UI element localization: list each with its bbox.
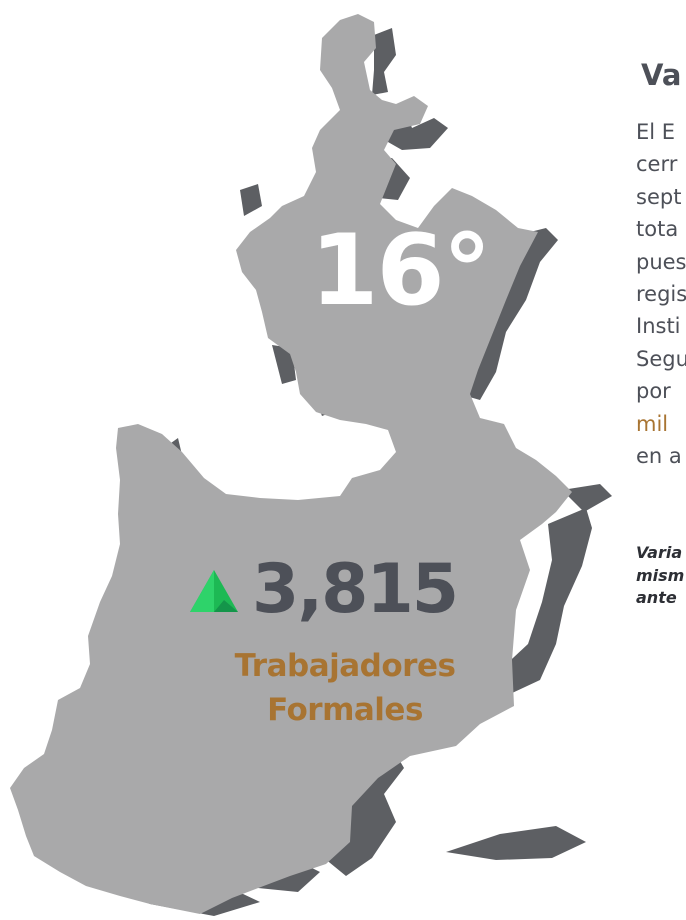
state-rank: 16° bbox=[310, 214, 491, 328]
paragraph-line: El E bbox=[636, 120, 676, 144]
note-line: mism bbox=[636, 565, 685, 585]
note-line: ante bbox=[636, 588, 677, 607]
formal-workers-label-line1: Trabajadores bbox=[234, 648, 456, 684]
panel-paragraph: El E cerr sept tota pues regis Insti Seg… bbox=[636, 116, 686, 472]
paragraph-line: tota bbox=[636, 217, 679, 242]
paragraph-line: pues bbox=[636, 249, 686, 274]
triangle-up-icon bbox=[190, 570, 238, 612]
paragraph-line: sept bbox=[636, 184, 682, 209]
paragraph-line: en a bbox=[636, 444, 682, 469]
paragraph-line: cerr bbox=[636, 152, 678, 177]
paragraph-line: regis bbox=[636, 282, 686, 307]
paragraph-line: por bbox=[636, 379, 671, 404]
formal-workers-value: 3,815 bbox=[252, 550, 459, 629]
paragraph-line: Segu bbox=[636, 346, 686, 371]
formal-workers-label-line2: Formales bbox=[267, 692, 423, 728]
state-map-fill bbox=[10, 14, 572, 914]
note-line: Varia bbox=[636, 543, 683, 562]
paragraph-line: Insti bbox=[636, 314, 681, 339]
formal-workers-label: Trabajadores Formales bbox=[200, 644, 490, 732]
paragraph-line-highlight: mil bbox=[636, 411, 669, 436]
panel-note: Varia mism ante bbox=[636, 542, 686, 610]
panel-title: Va bbox=[641, 58, 682, 92]
